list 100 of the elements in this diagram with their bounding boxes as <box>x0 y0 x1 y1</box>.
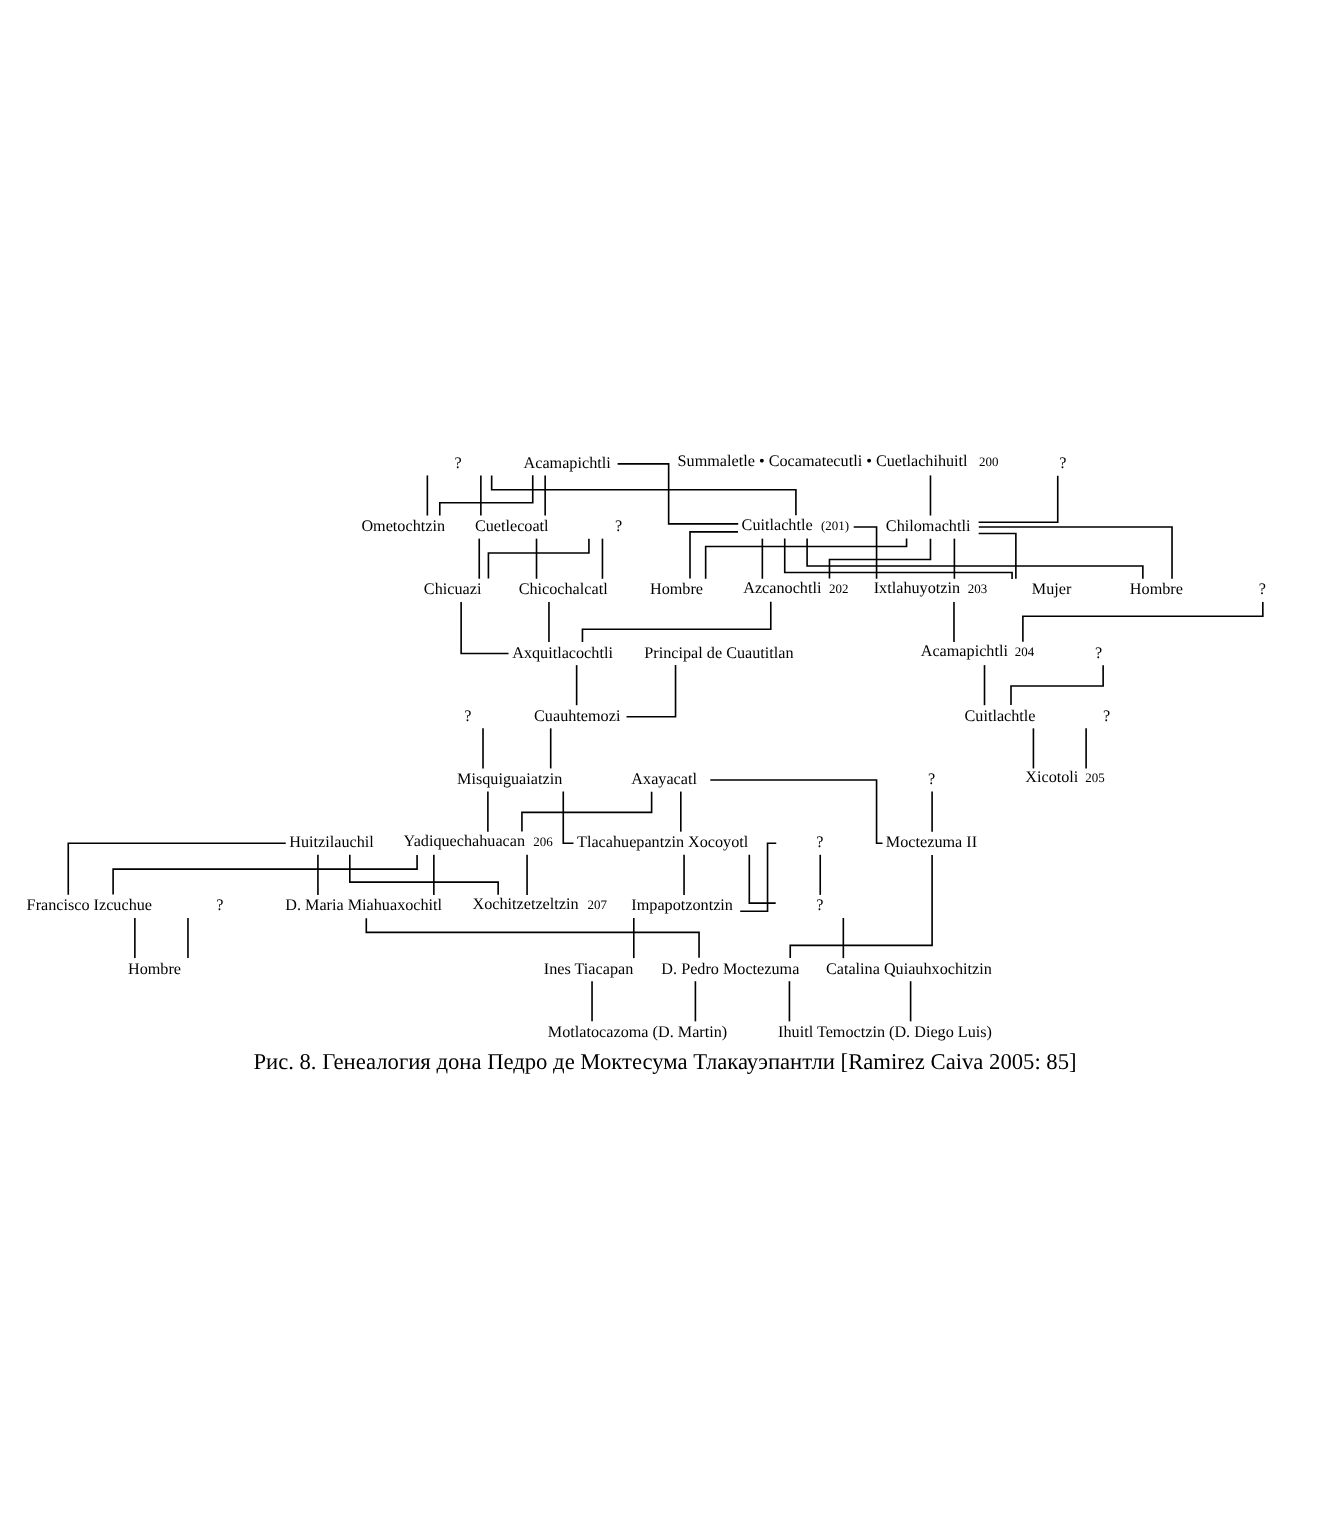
node-text: Motlatocazoma (D. Martin) <box>547 1022 728 1041</box>
connector <box>680 790 682 833</box>
node-text: ? <box>816 896 824 915</box>
connector <box>575 664 578 707</box>
node-text: Huitzilauchil <box>289 833 374 852</box>
node-text: Xochitzetzeltzin <box>472 894 579 913</box>
connector <box>482 727 484 770</box>
node-text: D. Maria Miahuaxochitl <box>285 896 443 915</box>
connector <box>601 537 604 580</box>
node-text: Hombre <box>1129 580 1183 599</box>
node-text: Summaletle • Cocamatecutli • Cuetlachihuitl <box>677 452 968 471</box>
connector <box>852 526 878 580</box>
connector <box>983 664 986 707</box>
node-text: Azcanochtli <box>743 578 822 597</box>
node-text: Cuitlachtle <box>741 515 813 534</box>
connector <box>487 790 489 833</box>
connector <box>349 853 499 896</box>
connector <box>739 842 778 913</box>
node-text: ? <box>464 706 472 725</box>
node-text: ? <box>615 517 623 536</box>
node-text: Hombre <box>127 959 182 978</box>
node-text: Axquitlacochtli <box>512 643 613 662</box>
connector <box>931 790 933 833</box>
connector <box>1032 727 1035 770</box>
connector <box>490 474 797 517</box>
node-text: ? <box>1258 580 1266 599</box>
connector <box>704 537 908 580</box>
connector <box>633 917 635 959</box>
node-text: Acamapichtli <box>523 453 611 472</box>
connector <box>625 664 677 718</box>
connector <box>549 727 552 770</box>
connector <box>689 531 739 580</box>
connector <box>953 601 955 643</box>
connector <box>828 537 932 580</box>
node-text: Catalina Quiauhxochitzin <box>825 959 992 978</box>
connector <box>535 537 538 580</box>
connector <box>616 463 740 525</box>
connector <box>953 537 956 580</box>
node-text: Principal de Cuautitlan <box>644 643 794 662</box>
node-text: Ihuitl Temoctzin (D. Diego Luis) <box>778 1022 993 1041</box>
connector <box>694 980 697 1023</box>
connector <box>591 980 593 1023</box>
connector <box>478 537 481 580</box>
connector <box>487 538 590 580</box>
node-text: Xicotoli <box>1025 768 1079 787</box>
connector <box>438 474 534 517</box>
node-text: ? <box>1059 453 1067 472</box>
node-text: ? <box>216 896 224 915</box>
node-text: Cuetlecoatl <box>474 517 549 536</box>
node-text: Mujer <box>1031 580 1072 599</box>
connector <box>460 601 510 655</box>
connector <box>67 842 287 896</box>
node-text: Hombre <box>650 580 704 599</box>
node-text: Francisco Izcuchue <box>26 896 153 915</box>
node-text: Axayacatl <box>631 770 697 789</box>
node-text: Misquiguaiatzin <box>457 770 563 789</box>
connector <box>789 854 933 959</box>
connector <box>365 917 700 959</box>
node-text: Chicuazi <box>423 580 482 599</box>
connector <box>977 526 1173 580</box>
node-text: Tlacahuepantzin Xocoyotl <box>577 833 749 852</box>
connector <box>909 980 912 1023</box>
connector <box>426 474 429 517</box>
node-text: Chilomachtli <box>885 517 971 536</box>
connector <box>761 537 764 580</box>
caption: Рис. 8. Генеалогия дона Педро де Моктесума Тлакауэпантли [Ramirez Caiva 2005: 85] <box>253 1050 1077 1075</box>
connector <box>581 600 772 643</box>
connector <box>929 474 932 517</box>
connector <box>548 601 550 643</box>
connector <box>187 917 189 959</box>
node-text: Chicochalcatl <box>518 580 608 599</box>
node-text: Acamapichtli <box>920 641 1008 660</box>
connector <box>709 779 884 844</box>
connector <box>134 917 136 959</box>
connector <box>521 790 653 833</box>
connector <box>317 854 319 896</box>
connector <box>977 532 1017 580</box>
connector <box>562 790 575 844</box>
connector <box>480 474 482 517</box>
connector <box>526 854 528 896</box>
connector <box>683 854 685 896</box>
node-text: Ometochtzin <box>361 517 446 536</box>
node-text: Ines Tiacapan <box>543 959 634 978</box>
node-text: ? <box>1095 643 1103 662</box>
node-text: Cuauhtemozi <box>534 706 621 725</box>
connector <box>112 854 418 896</box>
node-text: Impapotzontzin <box>631 896 733 915</box>
node-text: Yadiquechahuacan <box>403 831 526 850</box>
connector <box>806 537 1144 580</box>
connector <box>748 853 777 904</box>
node-text: Cuitlachtle <box>964 706 1036 725</box>
connector <box>977 474 1059 523</box>
node-text: ? <box>928 770 936 789</box>
node-text: ? <box>816 833 824 852</box>
connector <box>544 474 546 517</box>
node-text: D. Pedro Moctezuma <box>661 959 800 978</box>
connector <box>783 537 1013 580</box>
node-text: ? <box>1103 706 1111 725</box>
connector <box>1085 727 1087 770</box>
node-text: Moctezuma II <box>885 833 978 852</box>
